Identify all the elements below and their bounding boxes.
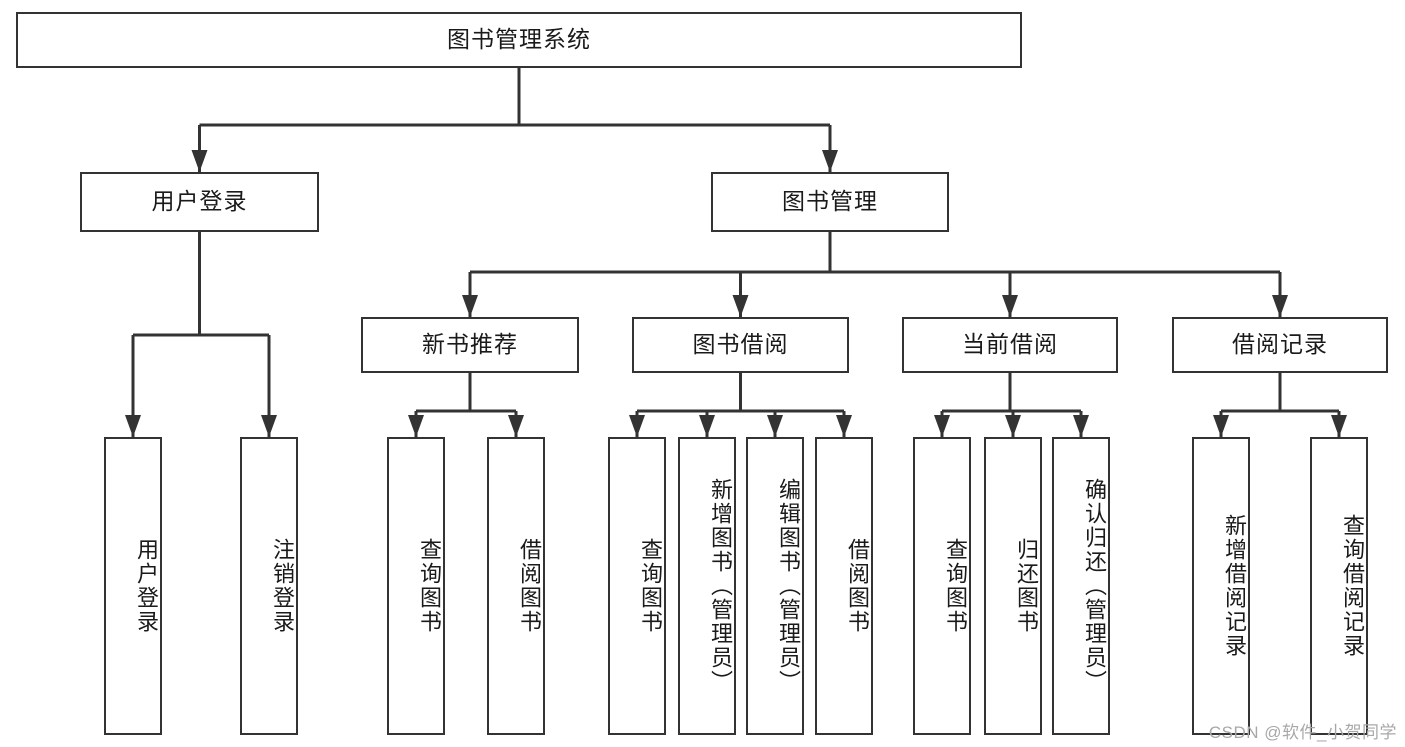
node-label: 编辑图书（管理员）: [776, 478, 801, 694]
node-book-borrow[interactable]: 图书借阅: [632, 317, 849, 373]
node-leaf-query-book-new-recommend[interactable]: 查询图书: [387, 437, 445, 735]
node-book-management[interactable]: 图书管理: [711, 172, 949, 232]
node-user-login[interactable]: 用户登录: [80, 172, 319, 232]
node-label: 用户登录: [134, 538, 159, 634]
node-label: 新增图书（管理员）: [708, 478, 733, 694]
node-leaf-logout[interactable]: 注销登录: [240, 437, 298, 735]
node-leaf-return-book[interactable]: 归还图书: [984, 437, 1042, 735]
node-borrow-record[interactable]: 借阅记录: [1172, 317, 1388, 373]
node-label: 查询借阅记录: [1340, 514, 1365, 658]
node-label: 借阅图书: [845, 538, 870, 634]
node-label: 当前借阅: [962, 331, 1058, 358]
node-label: 图书管理: [782, 188, 878, 215]
node-label: 图书借阅: [692, 331, 789, 358]
node-root-book-management-system[interactable]: 图书管理系统: [16, 12, 1022, 68]
watermark-text: CSDN @软件_小贺同学: [1208, 723, 1397, 742]
node-label: 借阅图书: [517, 538, 542, 634]
node-label: 新增借阅记录: [1222, 514, 1247, 658]
node-leaf-add-book-admin[interactable]: 新增图书（管理员）: [678, 437, 736, 735]
node-leaf-borrow-book[interactable]: 借阅图书: [815, 437, 873, 735]
node-label: 借阅记录: [1232, 331, 1328, 358]
node-label: 归还图书: [1014, 538, 1039, 634]
node-new-book-recommend[interactable]: 新书推荐: [361, 317, 579, 373]
node-leaf-confirm-return-admin[interactable]: 确认归还（管理员）: [1052, 437, 1110, 735]
node-leaf-query-book-current-borrow[interactable]: 查询图书: [913, 437, 971, 735]
node-label: 用户登录: [151, 188, 248, 215]
node-leaf-borrow-book-new-recommend[interactable]: 借阅图书: [487, 437, 545, 735]
node-label: 查询图书: [417, 538, 442, 634]
node-label: 查询图书: [638, 538, 663, 634]
node-leaf-add-borrow-record[interactable]: 新增借阅记录: [1192, 437, 1250, 735]
node-leaf-query-borrow-record[interactable]: 查询借阅记录: [1310, 437, 1368, 735]
node-leaf-user-login[interactable]: 用户登录: [104, 437, 162, 735]
node-label: 查询图书: [943, 538, 968, 634]
node-leaf-query-book-borrow[interactable]: 查询图书: [608, 437, 666, 735]
node-label: 注销登录: [270, 538, 295, 634]
node-label: 确认归还（管理员）: [1082, 478, 1107, 694]
node-label: 图书管理系统: [447, 26, 591, 53]
node-label: 新书推荐: [422, 331, 518, 358]
node-leaf-edit-book-admin[interactable]: 编辑图书（管理员）: [746, 437, 804, 735]
node-current-borrow[interactable]: 当前借阅: [902, 317, 1118, 373]
